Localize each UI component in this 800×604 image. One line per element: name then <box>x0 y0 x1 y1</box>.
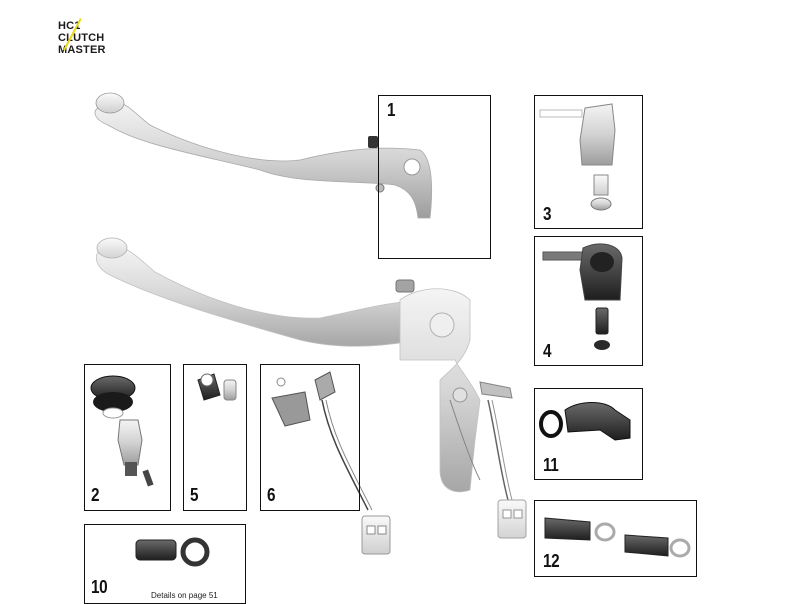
part-box-1: 1 <box>378 95 491 259</box>
part-4-illustration <box>542 243 623 350</box>
part-box-5: 5 <box>183 364 247 511</box>
part-number-11: 11 <box>543 455 559 475</box>
clutch-master-cylinder-icon <box>95 237 527 539</box>
part-11-illustration <box>539 402 631 441</box>
brake-lever-icon <box>94 92 433 219</box>
part-number-1: 1 <box>387 100 396 120</box>
title-line-2: CLUTCH <box>58 32 105 44</box>
part-10-illustration <box>135 537 210 567</box>
part-number-3: 3 <box>543 204 552 224</box>
part-box-12: 12 <box>534 500 697 577</box>
part-number-4: 4 <box>543 341 552 361</box>
part-number-2: 2 <box>91 485 100 505</box>
part-box-10: 10 Details on page 51 <box>84 524 246 604</box>
part-box-11: 11 <box>534 388 643 480</box>
title-line-3: MASTER <box>58 44 106 56</box>
part-number-12: 12 <box>543 551 560 571</box>
part-2-illustration <box>90 375 154 487</box>
part-number-10: 10 <box>91 577 108 597</box>
part-3-illustration <box>539 103 616 211</box>
page-title: HC1 CLUTCH MASTER <box>58 20 106 56</box>
part-10-note: Details on page 51 <box>151 591 218 600</box>
part-number-5: 5 <box>190 485 199 505</box>
part-5-illustration <box>197 373 237 401</box>
part-box-6: 6 <box>260 364 360 511</box>
title-line-1: HC1 <box>58 20 81 32</box>
part-box-2: 2 <box>84 364 171 511</box>
part-number-6: 6 <box>267 485 276 505</box>
part-6-illustration <box>271 371 391 555</box>
part-box-3: 3 <box>534 95 643 229</box>
part-box-4: 4 <box>534 236 643 366</box>
part-12-illustration <box>544 517 691 558</box>
